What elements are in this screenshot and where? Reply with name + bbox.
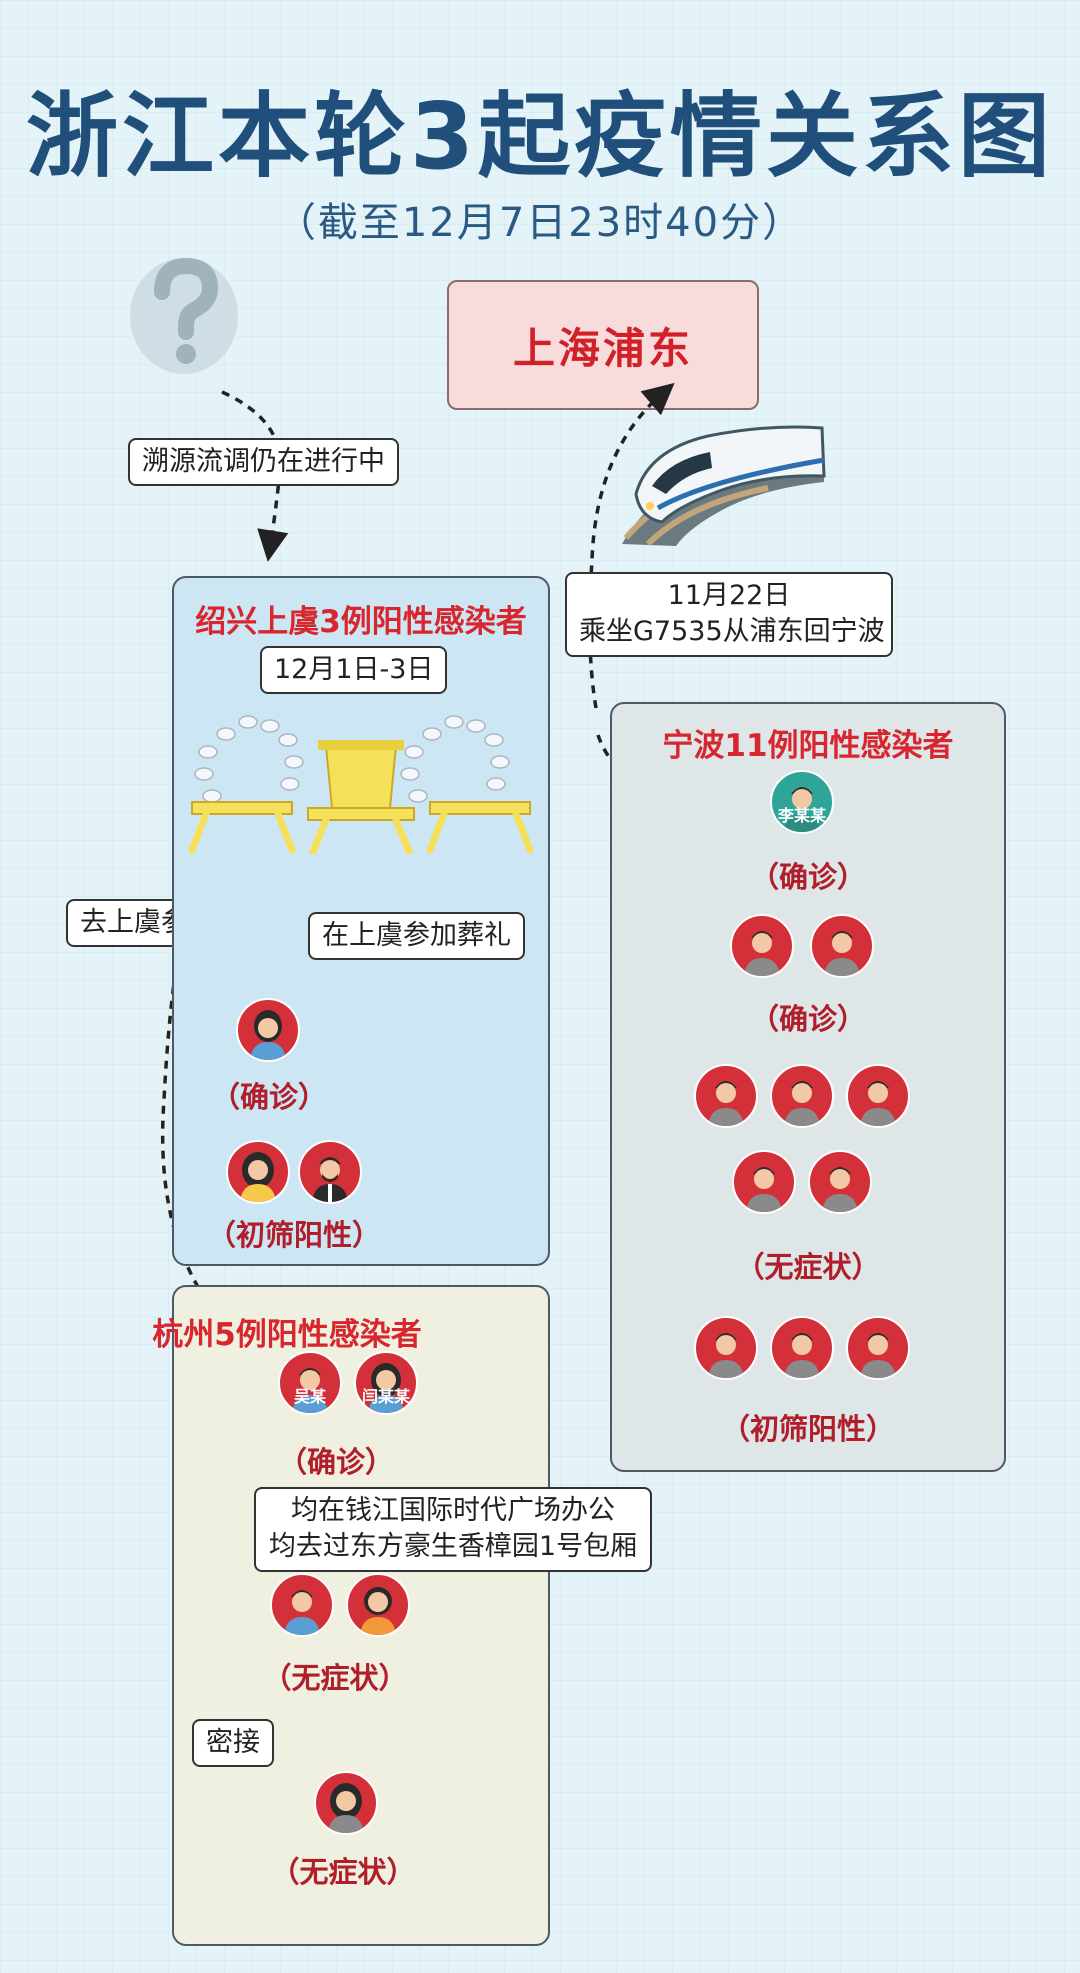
shanghai-pudong-box: 上海浦东 <box>447 280 759 410</box>
hangzhou-status-asymptomatic-2: （无症状） <box>270 1855 416 1889</box>
ningbo-status-confirmed-2: （确诊） <box>749 1002 866 1036</box>
person-avatar-female <box>314 1771 378 1835</box>
person-avatar-female <box>346 1573 410 1637</box>
office-location-label: 均在钱江国际时代广场办公 均去过东方豪生香樟园1号包厢 <box>254 1487 652 1572</box>
train-icon <box>622 425 826 547</box>
person-avatar-female: 闫某某 <box>354 1351 418 1415</box>
page-title: 浙江本轮3起疫情关系图 <box>25 83 1054 190</box>
train-route-label: 11月22日 乘坐G7535从浦东回宁波 <box>565 572 893 657</box>
ningbo-status-confirmed-1: （确诊） <box>749 860 866 894</box>
person-avatar-male <box>694 1316 758 1380</box>
train-route-date: 11月22日 <box>667 580 791 611</box>
office-line-2: 均去过东方豪生香樟园1号包厢 <box>268 1531 638 1563</box>
question-mark-icon <box>130 257 238 374</box>
person-avatar-male <box>732 1150 796 1214</box>
hangzhou-status-confirmed: （确诊） <box>277 1445 394 1479</box>
person-avatar-male: 吴某 <box>278 1351 342 1415</box>
person-name-wu: 吴某 <box>293 1387 326 1406</box>
person-avatar-male <box>770 1316 834 1380</box>
train-route-desc: 乘坐G7535从浦东回宁波 <box>579 616 885 648</box>
person-avatar-male <box>810 914 874 978</box>
funeral-scene-icon <box>188 715 534 854</box>
close-contact-label: 密接 <box>192 1719 274 1768</box>
person-avatar-female <box>226 1140 290 1204</box>
person-avatar-male <box>270 1573 334 1637</box>
person-avatar-male: 李某某 <box>770 770 834 834</box>
person-avatar-male <box>846 1064 910 1128</box>
person-name-li: 李某某 <box>777 806 826 825</box>
attend-funeral-label: 在上虞参加葬礼 <box>308 912 525 961</box>
hangzhou-title: 杭州5例阳性感染者 <box>152 1317 422 1353</box>
hangzhou-panel: 杭州5例阳性感染者 吴某 闫某某 （确诊） 均在钱江国际时代广场办公 均去过东方… <box>152 1285 652 1946</box>
funeral-date-label: 12月1日-3日 <box>260 646 448 695</box>
shaoxing-status-initial-positive: （初筛阳性） <box>206 1218 381 1252</box>
person-avatar-male <box>694 1064 758 1128</box>
person-avatar-male <box>808 1150 872 1214</box>
person-avatar-male <box>770 1064 834 1128</box>
person-avatar-male <box>298 1140 362 1204</box>
page-subtitle: （截至12月7日23时40分） <box>275 200 805 246</box>
ningbo-panel: 宁波11例阳性感染者 李某某 （确诊） （确诊） （无症状） （初筛阳性） <box>610 702 1006 1472</box>
ningbo-status-initial-positive: （初筛阳性） <box>720 1412 895 1446</box>
office-line-1: 均在钱江国际时代广场办公 <box>291 1495 615 1526</box>
person-avatar-male <box>846 1316 910 1380</box>
hangzhou-status-asymptomatic-1: （无症状） <box>262 1661 408 1695</box>
ningbo-status-asymptomatic: （无症状） <box>735 1250 881 1284</box>
person-avatar-female <box>236 998 300 1062</box>
ningbo-title: 宁波11例阳性感染者 <box>662 728 954 764</box>
person-name-yan: 闫某某 <box>361 1387 410 1406</box>
shaoxing-title: 绍兴上虞3例阳性感染者 <box>195 604 527 640</box>
shaoxing-panel: 绍兴上虞3例阳性感染者 12月1日-3日 在上虞参加葬礼 （确诊） <box>172 576 550 1266</box>
trace-in-progress-label: 溯源流调仍在进行中 <box>128 438 399 487</box>
shaoxing-status-confirmed: （确诊） <box>210 1080 327 1114</box>
person-avatar-male <box>730 914 794 978</box>
